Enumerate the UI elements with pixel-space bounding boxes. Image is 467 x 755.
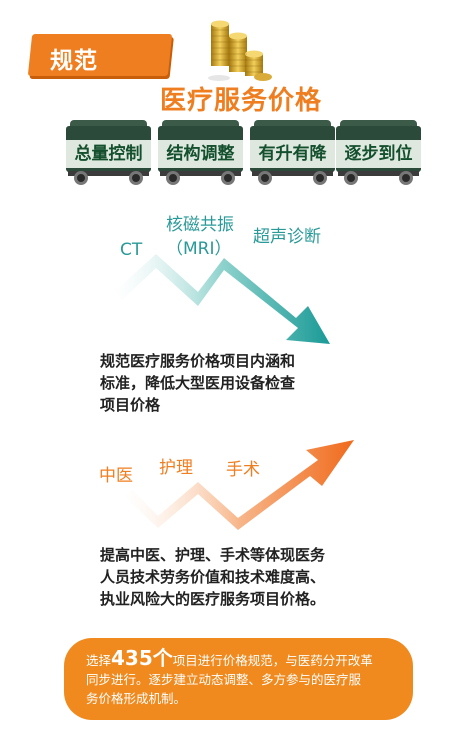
summary-line: 同步进行。逐步建立动态调整、多方参与的医疗服 bbox=[86, 672, 362, 687]
surgery-label: 手术 bbox=[226, 460, 260, 480]
coins-icon bbox=[208, 20, 272, 81]
ct-label: CT bbox=[120, 240, 143, 260]
car-chassis bbox=[338, 171, 419, 176]
summary-line1-rest: 项目进行价格规范，与医药分开改革 bbox=[172, 653, 373, 668]
project-count: 435个 bbox=[111, 646, 173, 670]
summary-prefix: 选择 bbox=[86, 653, 112, 668]
train-car-label: 总量控制 bbox=[66, 140, 151, 168]
car-chassis bbox=[252, 171, 333, 176]
nursing-label: 护理 bbox=[159, 458, 193, 478]
wheel-icon bbox=[129, 171, 143, 185]
up-description: 提高中医、护理、手术等体现医务 人员技术劳务价值和技术难度高、 执业风险大的医疗… bbox=[100, 544, 325, 610]
up-description-line: 人员技术劳务价值和技术难度高、 bbox=[100, 568, 326, 586]
car-roof bbox=[340, 120, 417, 129]
down-description: 规范医疗服务价格项目内涵和 标准，降低大型医用设备检查 项目价格 bbox=[100, 350, 295, 416]
tag-label: 规范 bbox=[50, 48, 98, 74]
mri-abbrev-label: （MRI） bbox=[166, 239, 232, 259]
mri-label: 核磁共振 bbox=[166, 215, 234, 235]
down-description-line: 标准，降低大型医用设备检查 bbox=[100, 374, 296, 392]
down-trend-arrow-icon bbox=[114, 254, 330, 344]
train-car: 逐步到位 bbox=[336, 118, 421, 190]
train-car: 总量控制 bbox=[66, 118, 151, 190]
summary-text: 选择435个项目进行价格规范，与医药分开改革 同步进行。逐步建立动态调整、多方参… bbox=[86, 646, 398, 708]
car-roof bbox=[70, 120, 147, 129]
down-description-line: 项目价格 bbox=[100, 396, 161, 414]
wheel-icon bbox=[258, 171, 272, 185]
ultrasound-label: 超声诊断 bbox=[253, 227, 321, 247]
tcm-label: 中医 bbox=[99, 466, 133, 486]
section-tag: 规范 bbox=[27, 34, 173, 76]
wheel-icon bbox=[221, 171, 235, 185]
page-title: 医疗服务价格 bbox=[160, 86, 323, 116]
train-car: 结构调整 bbox=[158, 118, 243, 190]
car-roof bbox=[162, 120, 239, 129]
wheel-icon bbox=[313, 171, 327, 185]
summary-line: 务价格形成机制。 bbox=[86, 691, 187, 706]
wheel-icon bbox=[74, 171, 88, 185]
car-chassis bbox=[68, 171, 149, 176]
wheel-icon bbox=[344, 171, 358, 185]
train-car-label: 有升有降 bbox=[250, 140, 335, 168]
up-trend-arrow-icon bbox=[124, 440, 354, 530]
down-description-line: 规范医疗服务价格项目内涵和 bbox=[100, 352, 296, 370]
up-description-line: 执业风险大的医疗服务项目价格。 bbox=[100, 590, 326, 608]
car-chassis bbox=[160, 171, 241, 176]
wheel-icon bbox=[399, 171, 413, 185]
car-roof bbox=[254, 120, 331, 129]
train-car-label: 结构调整 bbox=[158, 140, 243, 168]
train-car-label: 逐步到位 bbox=[336, 140, 421, 168]
summary-box: 选择435个项目进行价格规范，与医药分开改革 同步进行。逐步建立动态调整、多方参… bbox=[64, 638, 413, 720]
up-description-line: 提高中医、护理、手术等体现医务 bbox=[100, 546, 326, 564]
train-graphic: 总量控制 结构调整 有升有降 逐步到位 bbox=[66, 118, 426, 190]
train-car: 有升有降 bbox=[250, 118, 335, 190]
wheel-icon bbox=[166, 171, 180, 185]
summary-line: 选择435个项目进行价格规范，与医药分开改革 bbox=[86, 646, 398, 670]
